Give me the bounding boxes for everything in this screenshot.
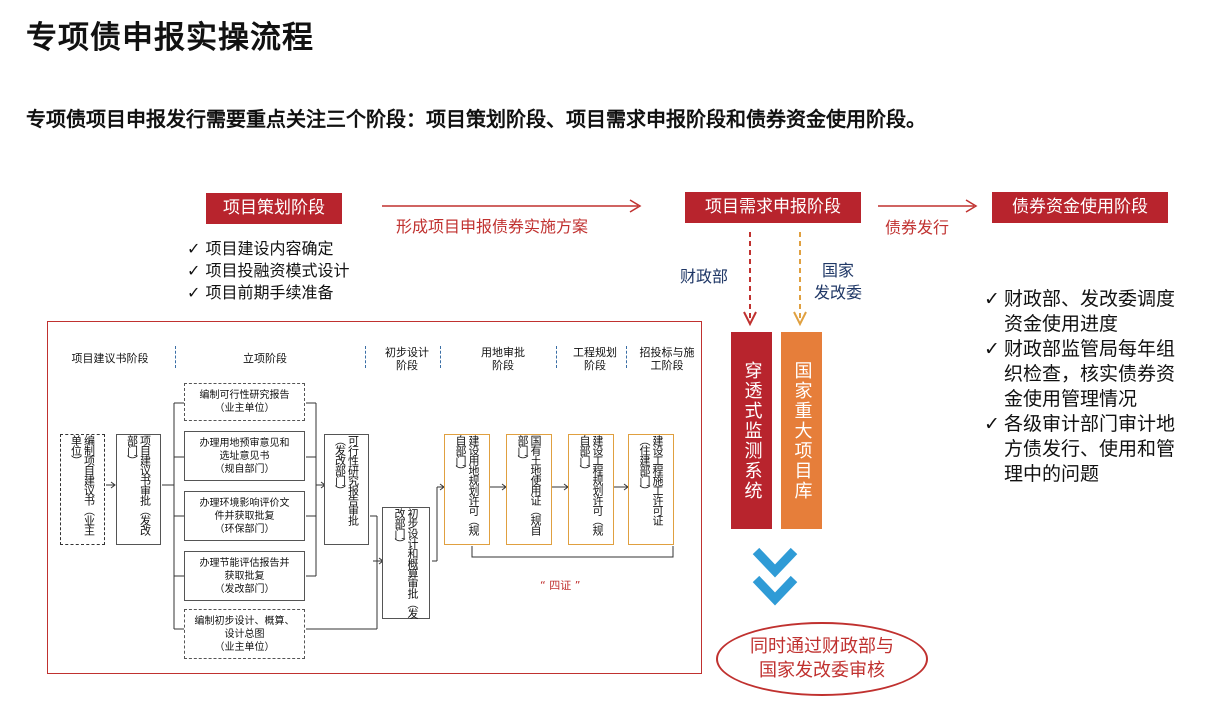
- check-item: 项目前期手续准备: [187, 282, 350, 304]
- phase-divider: [175, 346, 176, 368]
- check-item: 财政部监管局每年组织检查，核实债券资金使用管理情况: [984, 337, 1184, 412]
- dashed-arrow-finance: [743, 232, 757, 327]
- phase-prelim: 初步设计阶段: [385, 346, 429, 372]
- stage-usage: 债券资金使用阶段: [992, 192, 1168, 223]
- box-prelim-approval: 初步设计和概算审批（发改部门）: [382, 507, 430, 619]
- box-proposal-approval: 项目建议书审批（发改部门）: [116, 434, 161, 545]
- box-feasibility: 编制可行性研究报告 （业主单位）: [184, 383, 305, 421]
- usage-checklist: 财政部、发改委调度资金使用进度 财政部监管局每年组织检查，核实债券资金使用管理情…: [984, 287, 1184, 487]
- phase-divider: [365, 346, 366, 368]
- flow-connectors: [106, 402, 674, 630]
- subtitle: 专项债项目申报发行需要重点关注三个阶段：项目策划阶段、项目需求申报阶段和债券资金…: [26, 107, 926, 131]
- agency-ndrc: 国家 发改委: [814, 261, 863, 302]
- phase-divider: [556, 346, 557, 368]
- stage-planning: 项目策划阶段: [206, 193, 342, 224]
- box-energy: 办理节能评估报告并 获取批复 （发改部门）: [184, 551, 305, 601]
- box-land-use-cert: 国有土地使用证（规自部门）: [506, 434, 552, 545]
- arrow-demand-to-usage: [878, 199, 978, 213]
- check-item: 各级审计部门审计地方债发行、使用和管理中的问题: [984, 412, 1184, 487]
- planning-checklist: 项目建设内容确定 项目投融资模式设计 项目前期手续准备: [187, 238, 350, 304]
- phase-construction: 招投标与施工阶段: [639, 346, 695, 372]
- approval-flow-panel: [47, 321, 702, 674]
- arrow-label-plan: 形成项目申报债券实施方案: [396, 217, 589, 236]
- phase-approval: 立项阶段: [243, 352, 287, 365]
- four-certs-label: “ 四证 ”: [540, 579, 581, 592]
- monitoring-system-box: 穿透式监测系统: [731, 332, 772, 529]
- phase-land: 用地审批阶段: [481, 346, 525, 372]
- check-item: 项目投融资模式设计: [187, 260, 350, 282]
- phase-divider: [626, 346, 627, 368]
- agency-finance: 财政部: [680, 267, 729, 286]
- arrow-label-issue: 债券发行: [885, 218, 950, 237]
- chevron-down-icon: [752, 547, 798, 606]
- box-land-opinion: 办理用地预审意见和 选址意见书 （规自部门）: [184, 431, 305, 481]
- box-feasibility-approval: 可行性研究报告审批（发改部门）: [324, 434, 369, 545]
- phase-proposal: 项目建议书阶段: [71, 352, 149, 365]
- phase-eng: 工程规划阶段: [573, 346, 617, 372]
- phase-divider: [440, 346, 441, 368]
- check-item: 财政部、发改委调度资金使用进度: [984, 287, 1184, 337]
- stage-demand: 项目需求申报阶段: [685, 192, 861, 223]
- check-item: 项目建设内容确定: [187, 238, 350, 260]
- page-title: 专项债申报实操流程: [26, 20, 314, 56]
- dashed-arrow-ndrc: [793, 232, 807, 327]
- box-construction-permit: 建设工程施工许可证（住建部门）: [628, 434, 674, 545]
- box-env: 办理环境影响评价文 件并获取批复 （环保部门）: [184, 491, 305, 541]
- box-proposal: 编制项目建议书（业主单位）: [60, 434, 105, 545]
- box-land-permit: 建设用地规划许可（规自部门）: [444, 434, 490, 545]
- project-bank-box: 国家重大项目库: [781, 332, 822, 529]
- box-eng-permit: 建设工程规划许可（规自部门）: [568, 434, 614, 545]
- box-prelim-design: 编制初步设计、概算、 设计总图 （业主单位）: [184, 609, 305, 659]
- review-oval: 同时通过财政部与 国家发改委审核: [716, 622, 928, 696]
- arrow-plan-to-demand: [382, 199, 642, 213]
